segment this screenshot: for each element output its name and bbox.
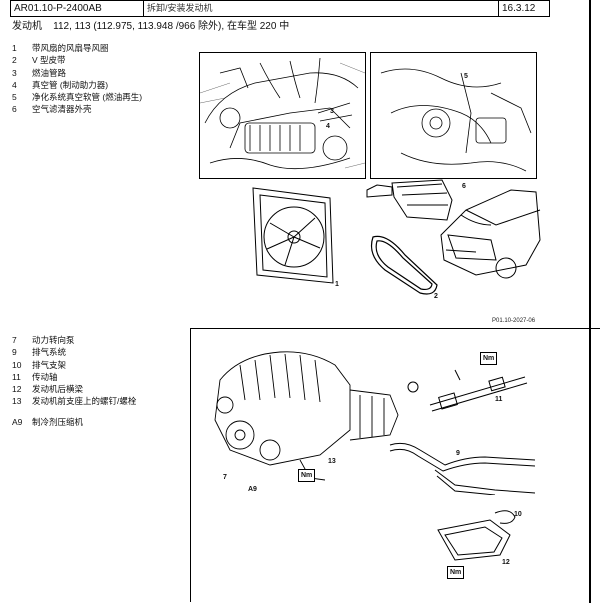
callout-3: 3	[330, 108, 334, 115]
drive-shaft-drawing	[407, 369, 528, 412]
figure-top-ref: P01.10-2027-06	[492, 318, 536, 324]
engine-bay-illustration	[199, 52, 366, 179]
v-belt-drawing	[370, 235, 438, 295]
document-header: AR01.10-P-2400AB 拆卸/安装发动机 16.3.12	[10, 0, 550, 17]
bottom-figure	[190, 329, 538, 601]
callout-a9: A9	[248, 486, 257, 493]
callout-6: 6	[462, 183, 466, 190]
vacuum-hose-illustration	[370, 52, 537, 179]
doc-title: 拆卸/安装发动机	[144, 1, 499, 16]
callout-11: 11	[495, 396, 503, 403]
page-edge	[589, 0, 591, 603]
engine-assembly-drawing	[214, 351, 399, 481]
torque-spec-badge: Nm	[298, 469, 316, 482]
section-divider	[190, 328, 600, 329]
rear-crossmember-drawing	[437, 510, 516, 561]
callout-2: 2	[434, 293, 438, 300]
callout-1: 1	[335, 281, 339, 288]
subtitle-engine: 发动机	[12, 21, 42, 32]
callout-13: 13	[328, 458, 336, 465]
fan-shroud-drawing	[252, 187, 334, 284]
callout-7: 7	[223, 474, 227, 481]
torque-spec-badge: Nm	[480, 352, 498, 365]
callout-10: 10	[514, 511, 522, 518]
callout-12: 12	[502, 559, 510, 566]
air-filter-housing-drawing	[366, 179, 453, 221]
doc-id: AR01.10-P-2400AB	[11, 1, 144, 16]
subtitle: 发动机 112, 113 (112.975, 113.948 /966 除外),…	[12, 17, 289, 32]
callout-5: 5	[464, 73, 468, 80]
callout-9: 9	[456, 450, 460, 457]
exhaust-system-drawing	[389, 442, 536, 495]
subtitle-codes: 112, 113 (112.975, 113.948 /966 除外), 在车型…	[53, 21, 290, 32]
torque-spec-badge: Nm	[447, 566, 465, 579]
doc-date: 16.3.12	[502, 3, 536, 14]
figure-left-edge	[190, 329, 191, 602]
car-drawing	[440, 189, 541, 279]
callout-4: 4	[326, 123, 330, 130]
